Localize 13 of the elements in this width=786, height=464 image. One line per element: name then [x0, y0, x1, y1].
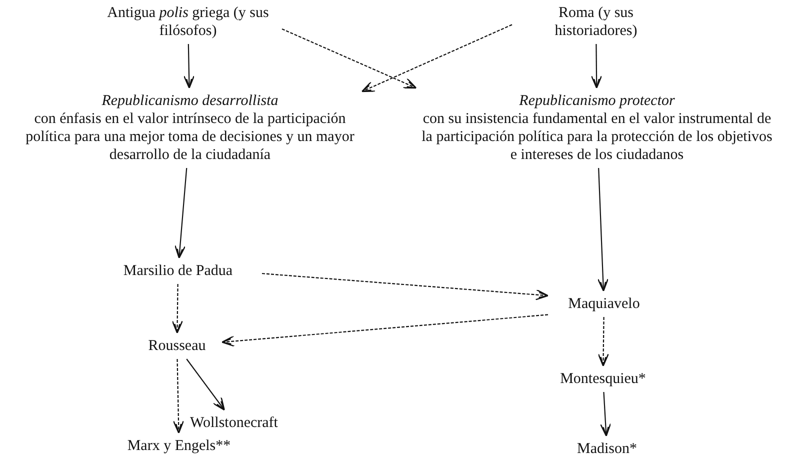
node-label: Antigua polis griega (y sus filósofos) [98, 4, 278, 40]
node-label: Marsilio de Padua [98, 262, 258, 280]
node-label: Roma (y sus historiadores) [516, 4, 676, 40]
node-label: Rousseau [136, 337, 218, 355]
node-label: Maquiavelo [552, 295, 656, 313]
node-label: Marx y Engels** [106, 437, 252, 455]
node-label: Madison* [562, 440, 652, 458]
node-description: con su insistencia fundamental en el valor instrumental de la participación política para la protección de los objetivos e intereses de los ciudadanos [420, 110, 774, 164]
node-heading: Republicanismo protector [518, 92, 676, 110]
node-heading: Republicanismo desarrollista [100, 92, 280, 110]
node-label: Wollstonecraft [168, 414, 300, 432]
node-description: con énfasis en el valor intrínseco de la participación política para una mejor toma de decisiones y un mayor desarrollo de la ciudadanía [24, 110, 356, 164]
node-label: Montesquieu* [540, 370, 666, 388]
